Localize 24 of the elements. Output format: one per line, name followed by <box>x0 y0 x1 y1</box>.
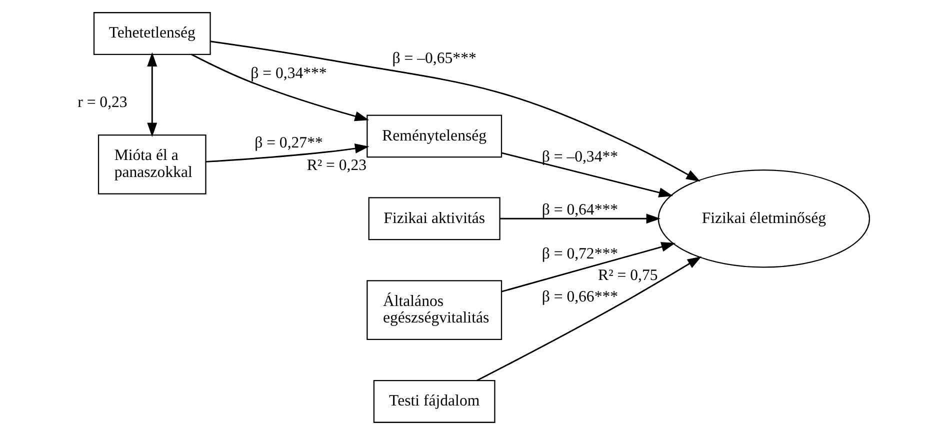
edge-label: β = 0,66*** <box>541 288 618 306</box>
node-label: R² = 0,75 <box>598 266 658 284</box>
edge-label: β = 0,34*** <box>250 64 326 82</box>
node-box: Tehetetlenség <box>92 12 210 55</box>
arrow <box>190 54 369 122</box>
edge-label: β = 0,64*** <box>541 201 618 218</box>
node-box: Általános egészségvitalitás <box>366 280 502 340</box>
arrow <box>210 40 700 182</box>
arrow <box>501 242 676 292</box>
edge-label: β = –0,65*** <box>392 50 476 68</box>
node-box: Fizikai aktivitás <box>368 197 500 240</box>
arrow <box>476 256 702 382</box>
edge-label: β = 0,72*** <box>541 245 618 262</box>
arrow <box>146 52 157 137</box>
arrow <box>500 214 660 224</box>
arrow <box>501 152 673 198</box>
edge-label: β = –0,34** <box>541 148 618 166</box>
node-box: Reménytelenség <box>366 114 502 158</box>
edge-label: r = 0,23 <box>77 94 127 111</box>
node-box: Mióta él a panaszokkal <box>97 134 206 194</box>
node-box: Testi fájdalom <box>372 380 495 423</box>
edge-label: β = 0,27** <box>254 134 322 152</box>
node-label: R² = 0,23 <box>306 156 366 174</box>
arrow <box>206 144 369 162</box>
